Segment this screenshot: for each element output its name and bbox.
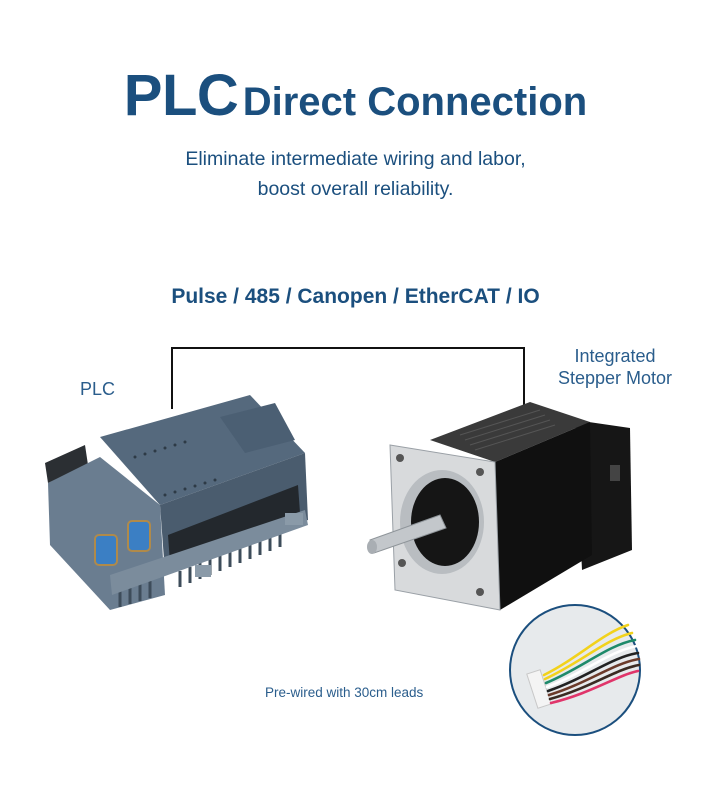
cable-caption: Pre-wired with 30cm leads (265, 685, 424, 700)
subtitle-line-1: Eliminate intermediate wiring and labor, (185, 148, 526, 170)
title-rest: Direct Connection (242, 80, 588, 124)
motor-label-line-1: Integrated (574, 346, 656, 366)
connection-wire-right (523, 347, 525, 405)
connection-wire-left (171, 347, 173, 409)
page-title: PLC Direct Connection (0, 62, 711, 129)
cable-leads-inset (509, 604, 641, 736)
plc-device-image (45, 395, 308, 610)
subtitle-line-2: boost overall reliability. (257, 178, 454, 200)
stepper-motor-image (367, 402, 632, 611)
connection-wire-top (171, 347, 525, 349)
plc-label: PLC (80, 379, 116, 399)
motor-label-line-2: Stepper Motor (557, 368, 673, 388)
motor-label: Integrated Stepper Motor (550, 345, 680, 389)
title-strong: PLC (123, 63, 239, 128)
protocol-list: Pulse / 485 / Canopen / EtherCAT / IO (171, 285, 540, 308)
